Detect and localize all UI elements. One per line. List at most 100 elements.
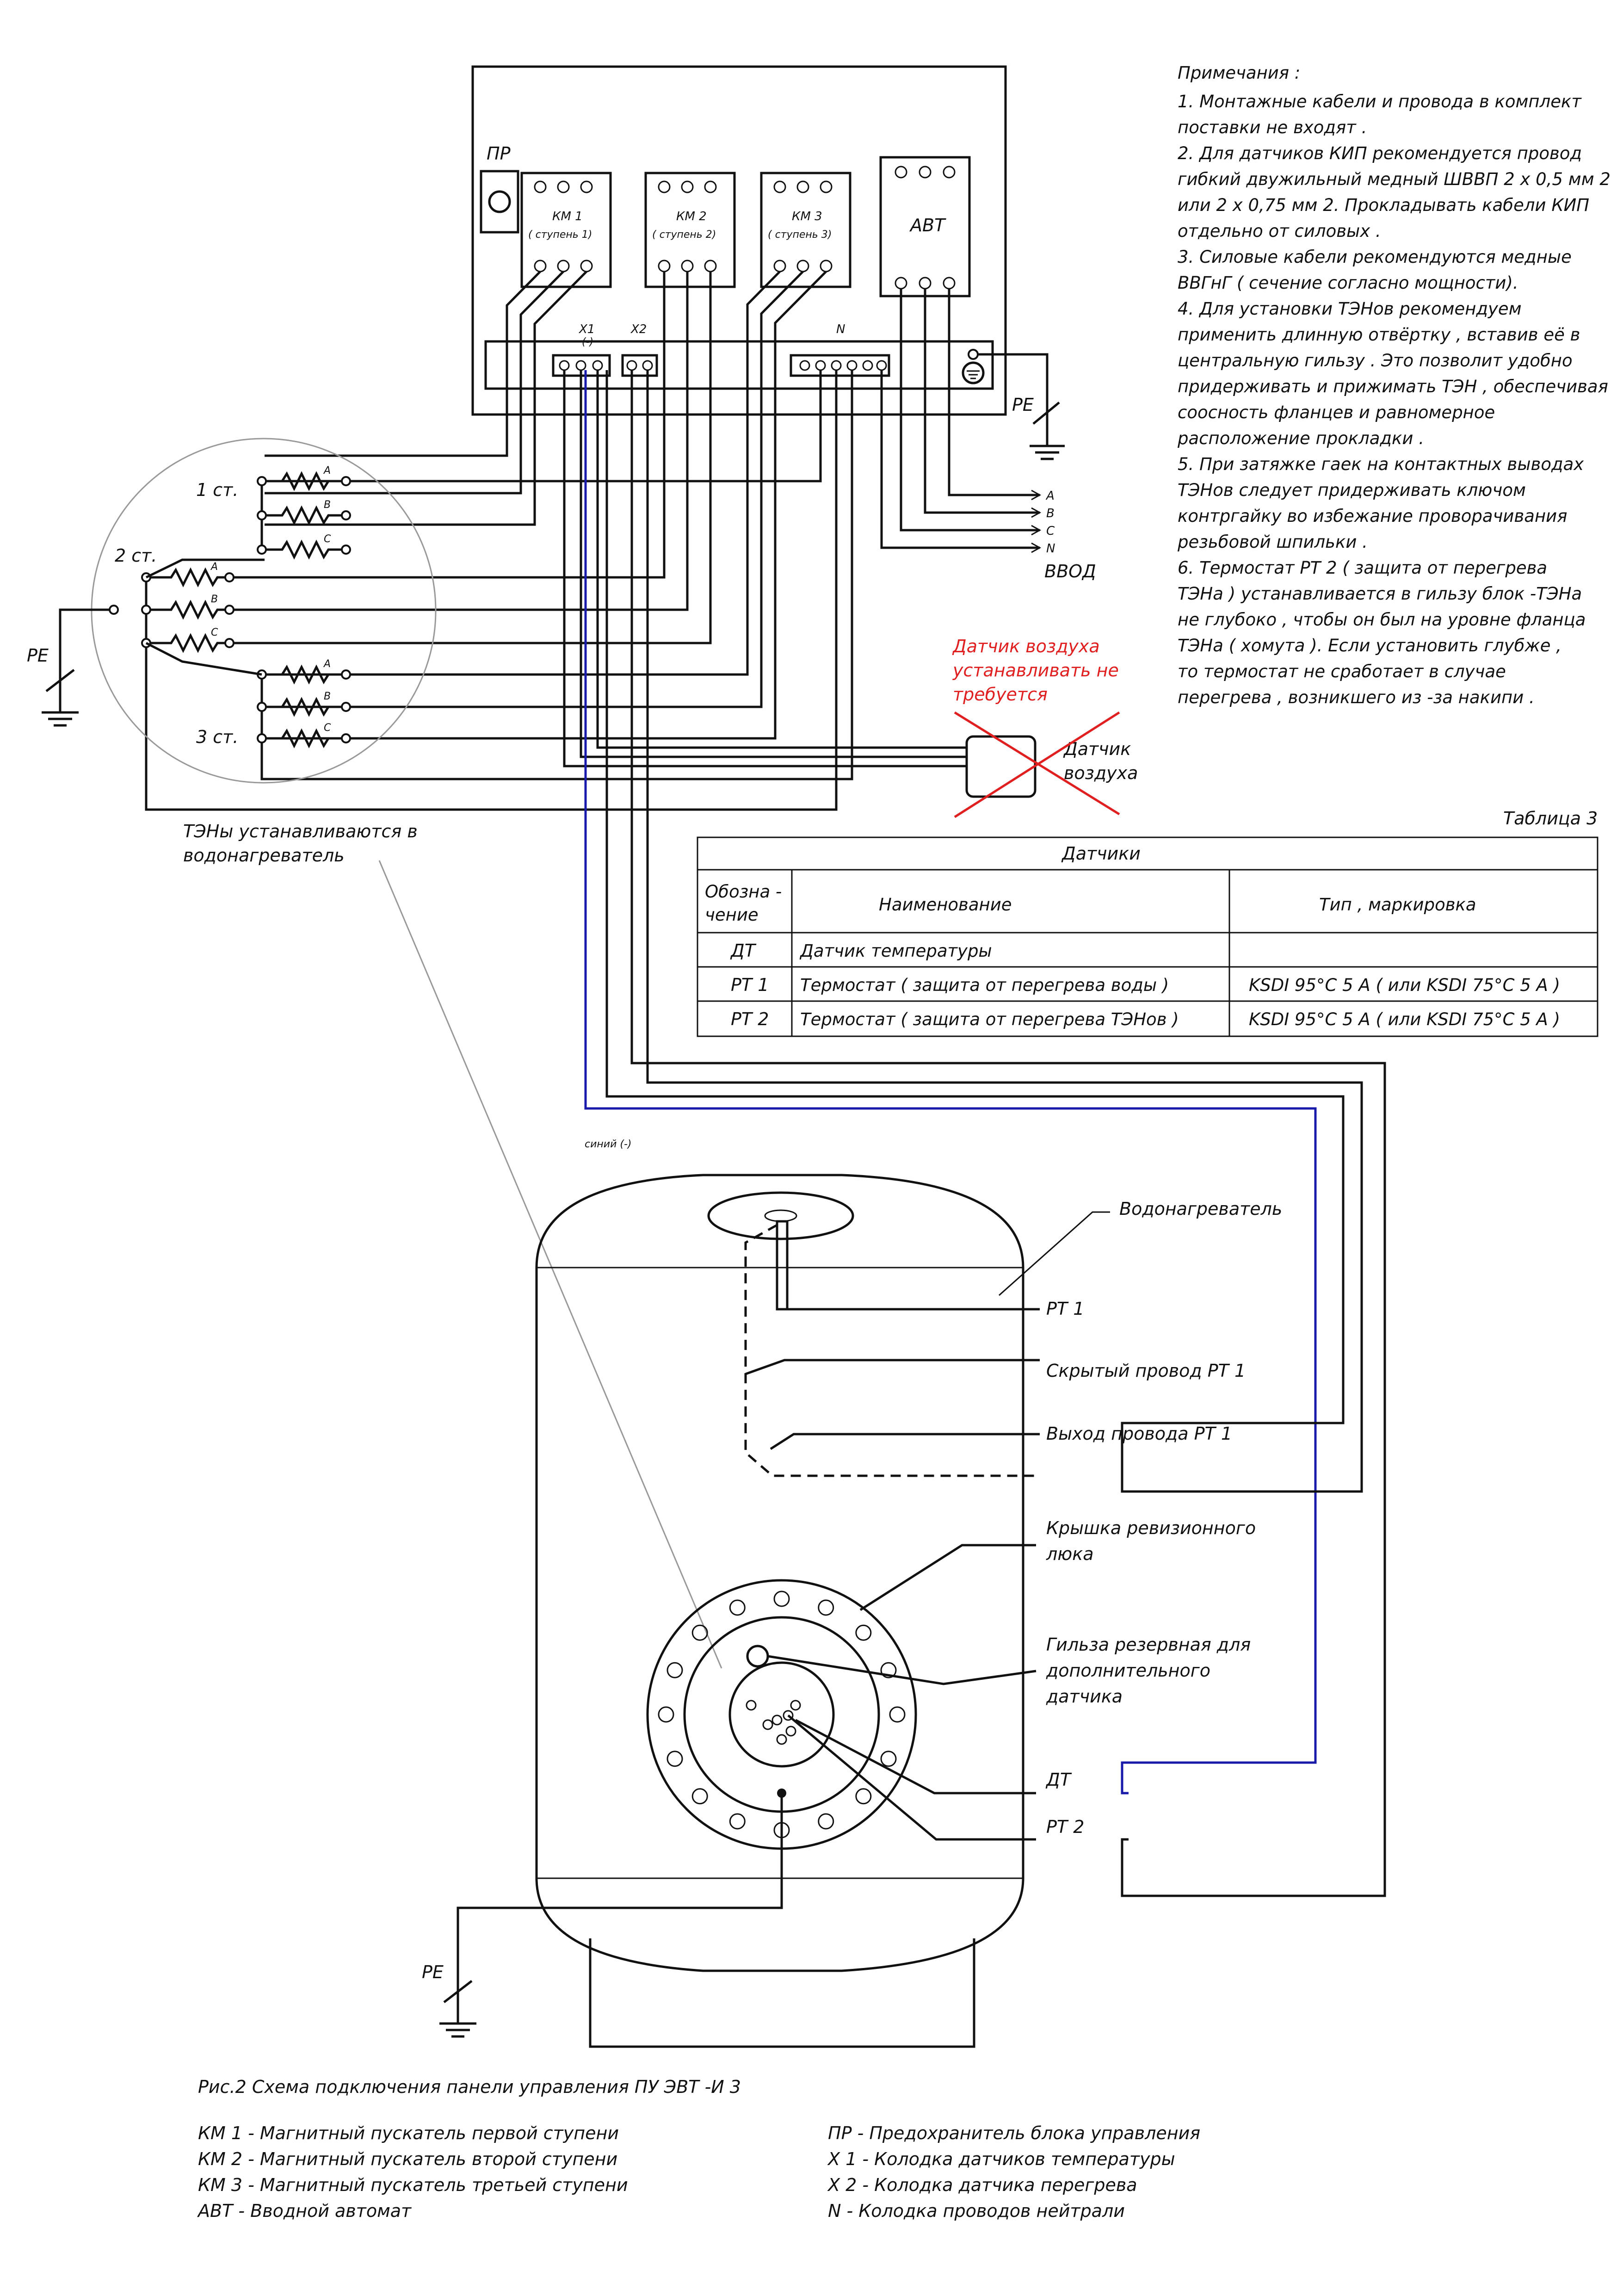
table-header-designation: Обозна -чение [705,882,782,925]
legend-left-2: КМ 2 - Магнитный пускатель второй ступен… [198,2149,617,2169]
flange-bolt [880,1751,897,1767]
note-line: контргайку во избежание проворачивания [1178,506,1567,526]
flange-bolt [889,1706,906,1723]
flange-bolt [818,1599,834,1616]
rt1-exit-label: Выход провода РТ 1 [1046,1423,1232,1444]
fuse [480,170,519,234]
note-line: 1. Монтажные кабели и провода в комплект [1178,92,1582,111]
sensors-table: Таблица 3 Датчики Обозна -чение Наименов… [697,808,1598,1037]
fuse-label: ПР [487,143,511,164]
x1-polarity: (-) [582,336,593,348]
stage1-label: 1 ст. [196,480,238,500]
legend-left-3: КМ 3 - Магнитный пускатель третьей ступе… [198,2175,628,2195]
km2-contactor: КМ 2 ( ступень 2) [644,172,736,288]
sensor-wiring [563,370,1386,1897]
table-row-1-id: ДТ [730,941,757,961]
notes-block: Примечания : 1. Монтажные кабели и прово… [1177,63,1611,707]
km3-name: КМ 3 [792,210,822,223]
flange-bolt [855,1788,872,1805]
rt1-label: РТ 1 [1046,1299,1084,1319]
note-line: поставки не входят . [1178,118,1367,137]
heater-pe-label: PE [27,645,49,666]
note-line: отдельно от силовых . [1178,221,1381,241]
input-neutral: N [1046,542,1055,556]
note-line: придерживать и прижимать ТЭН , обеспечив… [1178,377,1608,396]
reserve-sleeve [746,1645,769,1668]
n-label: N [836,322,845,336]
km1-contactor: КМ 1 ( ступень 1) [520,172,612,288]
panel-pe-label: PE [1012,395,1034,415]
flange-bolt [855,1624,872,1641]
panel-pe-ground: PE [978,353,1065,460]
table-row-2-type: KSDI 95°С 5 А ( или KSDI 75°С 5 А ) [1249,975,1560,995]
flange-bolt [666,1662,683,1678]
control-panel: ПР КМ 1 ( ступень 1) КМ 2 ( ступень 2) К… [471,65,1007,416]
note-line: или 2 х 0,75 мм 2. Прокладывать кабели К… [1178,195,1589,215]
blue-wire-label: синий (-) [585,1139,631,1150]
note-line: не глубоко , чтобы он был на уровне флан… [1178,610,1586,630]
input-phase-c: C [1046,524,1055,538]
stage1-phase-a: A [323,465,331,477]
note-line: 2. Для датчиков КИП рекомендуется провод [1178,143,1582,163]
heater-group: 1 ст. A B C 2 ст. A B C 3 ст. A B C [27,438,437,784]
km2-name: КМ 2 [676,210,707,223]
input-label: ВВОД [1044,561,1096,582]
note-line: 6. Термостат РТ 2 ( защита от перегрева [1178,558,1547,578]
flange-bolt [666,1751,683,1767]
notes-title: Примечания : [1178,63,1300,83]
table-title: Датчики [1061,843,1141,864]
note-line: центральную гильзу . Это позволит удобно [1178,351,1573,371]
avt-breaker: АВТ [879,156,971,297]
din-rail [484,340,994,390]
stage1-phase-c: C [324,533,331,545]
x2-terminal-block [621,354,658,377]
note-line: соосность фланцев и равномерное [1178,402,1495,422]
rt1-hidden-label: Скрытый провод РТ 1 [1046,1361,1246,1381]
km3-stage: ( ступень 3) [768,229,832,241]
legend-left-4: АВТ - Вводной автомат [197,2201,412,2221]
ground-terminal-icon [962,361,985,384]
note-line: резьбовой шпильки . [1177,532,1368,552]
avt-label: АВТ [909,215,946,235]
input-phase-b: B [1046,507,1055,520]
legend-right-4: N - Колодка проводов нейтрали [828,2201,1125,2221]
note-line: расположение прокладки . [1177,428,1424,448]
flange-bolt [691,1788,708,1805]
note-line: ТЭНа ) устанавливается в гильзу блок -ТЭ… [1178,584,1582,604]
flange-bolt [658,1706,674,1723]
input-phase-a: A [1045,489,1055,503]
x1-label: Х1 [578,322,595,336]
flange-bolt [880,1662,897,1678]
stage3-phase-c: C [324,722,331,734]
table-row-1-name: Датчик температуры [799,941,992,961]
legend-right-2: Х 1 - Колодка датчиков температуры [827,2149,1175,2169]
note-line: гибкий двужильный медный ШВВП 2 х 0,5 мм… [1178,169,1611,189]
stage3-label: 3 ст. [196,727,238,747]
note-line: 4. Для установки ТЭНов рекомендуем [1178,299,1522,319]
legend-right-3: Х 2 - Колодка датчика перегрева [827,2175,1137,2195]
caption-legend: Рис.2 Схема подключения панели управлени… [197,2077,1200,2221]
rt2-label: РТ 2 [1046,1817,1084,1837]
stage1-phase-b: B [324,499,331,511]
table-caption: Таблица 3 [1503,808,1598,829]
note-line: применить длинную отвёртку , вставив её … [1178,325,1580,345]
x2-label: Х2 [630,322,647,336]
note-line: перегрева , возникшего из -за накипи . [1178,687,1535,707]
table-header-type: Тип , маркировка [1319,895,1476,915]
stage3-phase-b: B [324,691,331,702]
n-terminal-block [790,354,890,377]
flange-bolt [691,1624,708,1641]
stage3-phase-a: A [323,658,331,670]
km1-stage: ( ступень 1) [528,229,592,241]
stage2-phase-c: C [211,627,218,638]
figure-caption: Рис.2 Схема подключения панели управлени… [198,2077,741,2097]
flange-bolt [729,1599,746,1616]
tank-pe-label: PE [422,1962,444,1982]
note-line: ТЭНа ( хомута ). Если установить глубже … [1178,636,1561,656]
